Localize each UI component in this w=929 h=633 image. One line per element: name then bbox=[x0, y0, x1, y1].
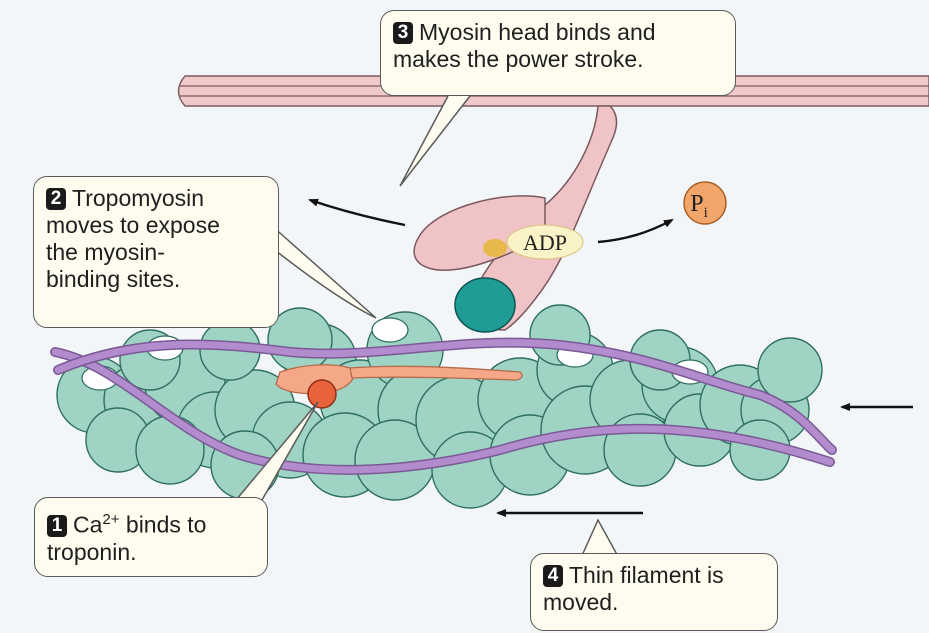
step-number-4: 4 bbox=[543, 565, 563, 587]
pointer-step-3 bbox=[400, 96, 470, 186]
tropomyosin-move-arrow bbox=[310, 200, 405, 225]
step-1-charge: 2+ bbox=[102, 511, 119, 528]
phosphate-release-arrow bbox=[598, 220, 672, 242]
calcium-ion bbox=[308, 380, 336, 408]
myosin-binding-site bbox=[455, 278, 515, 332]
step-number-2: 2 bbox=[46, 188, 66, 210]
step-1-ca: Ca bbox=[73, 512, 102, 538]
actin-thin-filament bbox=[57, 305, 822, 508]
step-1-text: binds to troponin. bbox=[47, 512, 206, 565]
actin-globule bbox=[758, 338, 822, 402]
step-4-text: Thin filament is moved. bbox=[543, 562, 724, 615]
pi-subscript: i bbox=[704, 205, 708, 221]
pi-label: P bbox=[690, 191, 703, 217]
callout-step-1: 1 Ca2+ binds to troponin. bbox=[34, 497, 268, 577]
actin-binding-site bbox=[372, 318, 408, 342]
myosin-head bbox=[414, 106, 616, 332]
pointer-step-2 bbox=[262, 226, 376, 318]
actin-globule bbox=[136, 416, 204, 484]
step-2-text: Tropomyosin moves to expose the myosin- … bbox=[46, 185, 220, 292]
step-3-text: Myosin head binds and makes the power st… bbox=[393, 19, 656, 72]
step-number-3: 3 bbox=[393, 22, 413, 44]
phosphate-ion: Pi bbox=[684, 182, 726, 224]
adp-label: ADP bbox=[523, 230, 567, 255]
step-number-1: 1 bbox=[47, 515, 67, 537]
